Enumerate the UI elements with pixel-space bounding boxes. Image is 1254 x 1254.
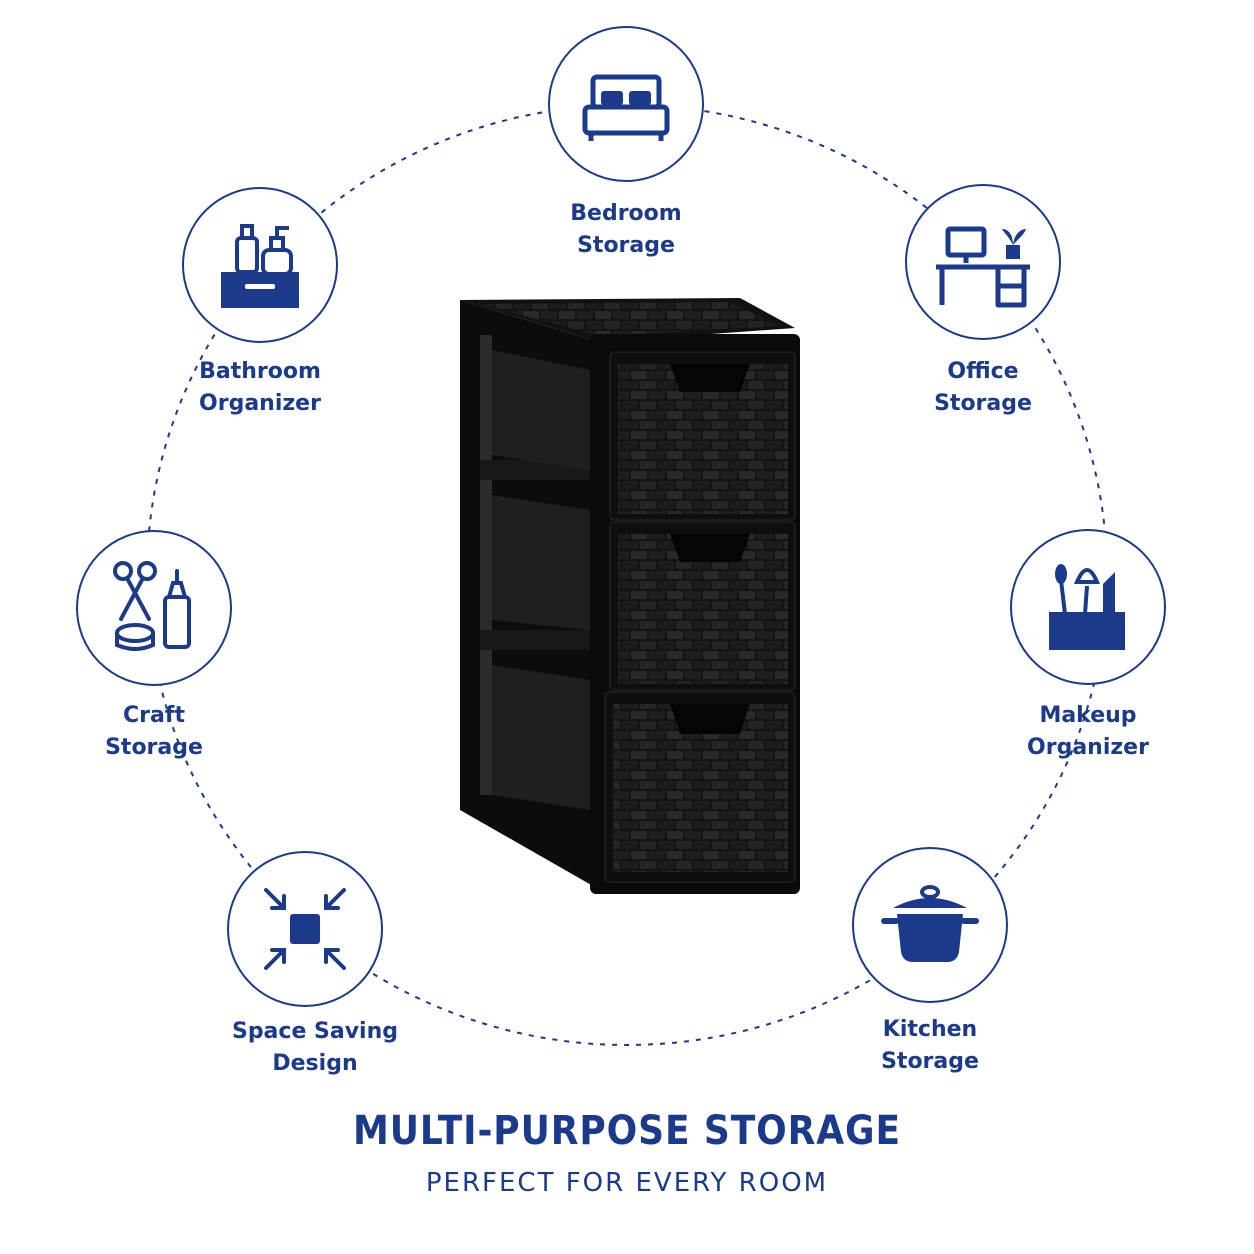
subline: PERFECT FOR EVERY ROOM: [425, 1168, 829, 1198]
kitchen-circle: [852, 847, 1008, 1003]
space-saving-circle: [227, 851, 383, 1007]
compress-icon: [264, 888, 346, 970]
drawer-tower-image: [460, 298, 800, 894]
bedroom-circle: [548, 26, 704, 182]
desk-icon: [936, 226, 1030, 308]
bed-icon: [582, 74, 670, 141]
makeup-circle: [1010, 529, 1166, 685]
craft-icon: [113, 561, 191, 651]
office-circle: [905, 184, 1061, 340]
pot-icon: [881, 885, 979, 962]
bathroom-circle: [182, 187, 338, 343]
toiletries-icon: [221, 224, 299, 308]
makeup-icon: [1049, 564, 1125, 650]
craft-circle: [76, 530, 232, 686]
headline: MULTI-PURPOSE STORAGE: [352, 1108, 902, 1154]
